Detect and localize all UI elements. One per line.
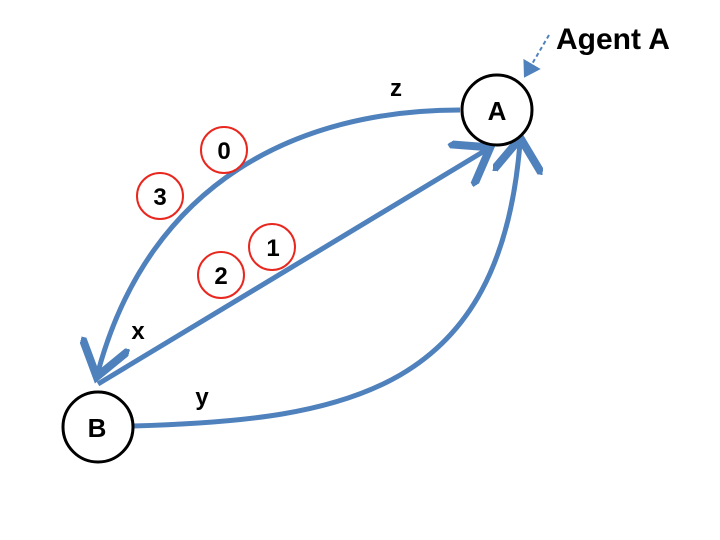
node-a-circle	[460, 73, 534, 147]
badge-1-label: 1	[266, 235, 279, 262]
edge-x-label: x	[131, 318, 145, 345]
edge-z-label: z	[390, 75, 402, 102]
edge-x-line	[96, 150, 486, 387]
badge-0-circle	[200, 126, 248, 174]
badge-1-circle	[248, 223, 296, 271]
agent-a-label: Agent A	[556, 23, 670, 56]
badge-3: 3	[136, 172, 184, 220]
badge-2-label: 2	[214, 263, 227, 290]
edge-y-label: y	[195, 384, 209, 411]
badge-0: 0	[200, 126, 248, 174]
edge-y-curve	[132, 143, 520, 429]
badge-2-circle	[197, 251, 245, 299]
node-b-circle	[61, 390, 135, 464]
badge-0-label: 0	[217, 138, 230, 165]
badge-2: 2	[197, 251, 245, 299]
node-a: A	[460, 73, 534, 147]
badge-1: 1	[248, 223, 296, 271]
badge-3-label: 3	[153, 184, 166, 211]
node-b-label: B	[88, 413, 107, 443]
node-a-label: A	[488, 96, 507, 126]
edge-z-curve	[98, 107, 461, 372]
badge-3-circle	[136, 172, 184, 220]
agent-pointer-arrow	[523, 34, 550, 78]
node-b: B	[61, 390, 135, 464]
